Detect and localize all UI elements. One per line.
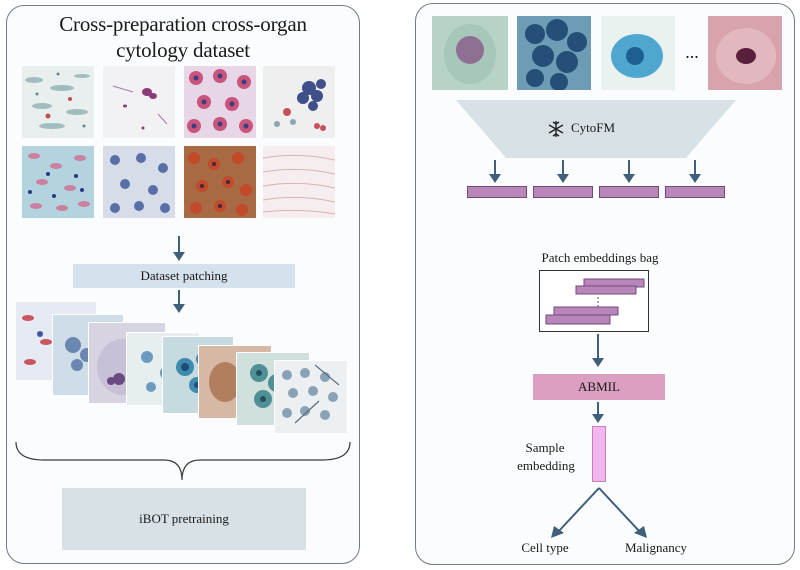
ellipsis: ...	[685, 42, 699, 62]
input-patch	[517, 16, 591, 90]
dataset-title-line2: cytology dataset	[116, 38, 250, 62]
ibot-pretraining-box: iBOT pretraining	[62, 488, 306, 550]
slide-thumbnail	[184, 66, 256, 138]
slide-thumbnail	[263, 146, 335, 218]
arrow-down-icon	[173, 290, 185, 313]
abmil-box: ABMIL	[533, 374, 665, 400]
arrow-down-icon	[173, 236, 185, 261]
slide-thumbnail	[263, 66, 335, 138]
slide-thumbnail	[103, 146, 175, 218]
slide-thumbnail	[103, 66, 175, 138]
branch-arrows-icon	[551, 487, 647, 538]
dataset-patching-label: Dataset patching	[140, 268, 228, 283]
input-patch	[601, 16, 675, 90]
arrow-down-icon	[689, 160, 701, 183]
ibot-pretraining-label: iBOT pretraining	[139, 511, 229, 526]
sample-embedding-bar	[592, 426, 606, 482]
slide-thumbnail	[22, 66, 94, 138]
output-cell-type: Cell type	[521, 540, 569, 555]
brace-icon	[15, 441, 351, 481]
input-patch	[432, 16, 508, 90]
patch-embedding	[467, 186, 527, 198]
dataset-title-line1: Cross-preparation cross-organ	[59, 12, 307, 36]
arrow-down-icon	[489, 160, 501, 183]
input-patch	[708, 16, 782, 90]
abmil-label: ABMIL	[578, 379, 620, 394]
sample-embedding-line2: embedding	[517, 458, 575, 473]
patch-embedding	[599, 186, 659, 198]
snowflake-icon	[548, 121, 564, 137]
cytofm-encoder	[456, 100, 736, 158]
arrow-down-icon	[592, 402, 604, 423]
patch-embedding	[533, 186, 593, 198]
slide-thumbnail	[184, 146, 256, 218]
patch-image	[274, 360, 348, 434]
bag-label: Patch embeddings bag	[541, 250, 659, 265]
dataset-patching-box: Dataset patching	[73, 264, 295, 288]
embeddings-bag-box	[539, 270, 649, 332]
slide-thumbnail	[22, 146, 94, 218]
arrow-down-icon	[623, 160, 635, 183]
output-malignancy: Malignancy	[624, 540, 688, 555]
arrow-down-icon	[557, 160, 569, 183]
sample-embedding-line1: Sample	[525, 440, 565, 455]
arrow-down-icon	[592, 334, 604, 367]
cytofm-label: CytoFM	[571, 120, 616, 135]
patch-embedding	[665, 186, 725, 198]
